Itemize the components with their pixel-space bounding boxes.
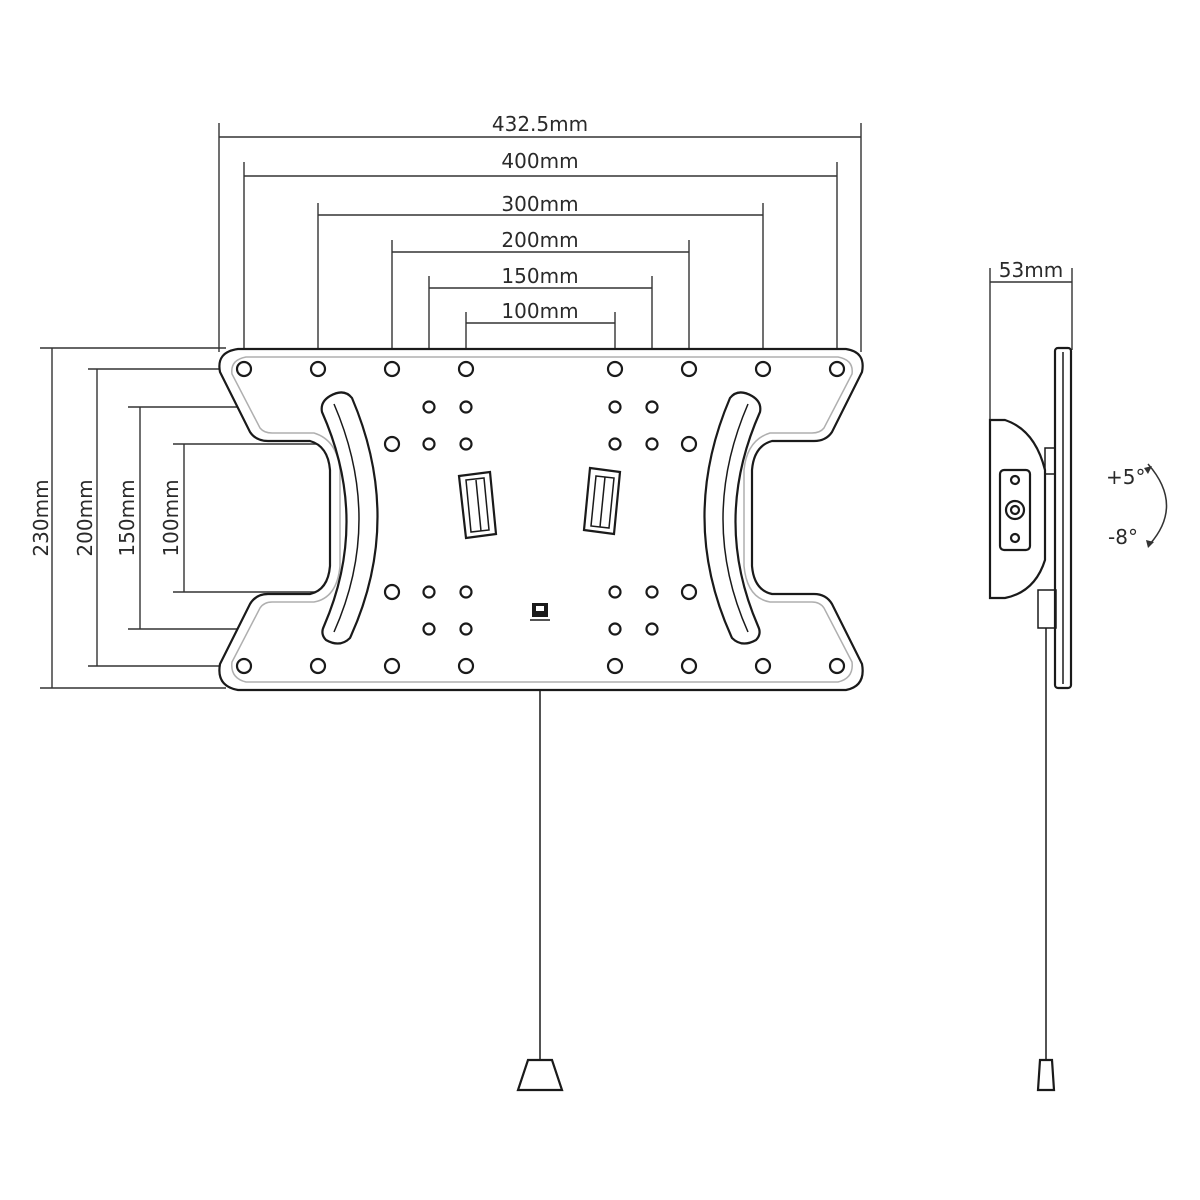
dim-400-label: 400mm <box>501 149 578 173</box>
plate-outline <box>218 347 864 692</box>
side-connector-top <box>1044 447 1056 475</box>
hole <box>383 657 401 675</box>
hole <box>680 657 698 675</box>
dim-53-label: 53mm <box>999 258 1063 282</box>
tilt-arc <box>1147 463 1168 545</box>
dim-230-label: 230mm <box>29 479 53 556</box>
lock-icon <box>530 603 550 621</box>
pivot-screw-bottom <box>1009 532 1021 544</box>
hole <box>754 657 772 675</box>
hole <box>645 585 659 599</box>
dim-h100-label: 100mm <box>159 479 183 556</box>
hole <box>608 437 622 451</box>
hole <box>645 400 659 414</box>
hole <box>606 657 624 675</box>
hole <box>383 360 401 378</box>
height-dimensions: 230mm 200mm 150mm 100mm <box>29 347 429 689</box>
hole <box>309 657 327 675</box>
hole <box>645 622 659 636</box>
hole <box>422 585 436 599</box>
hole <box>828 360 846 378</box>
hole <box>459 400 473 414</box>
wall-plate-front <box>218 347 864 1092</box>
dim-h150-label: 150mm <box>115 479 139 556</box>
hole <box>608 585 622 599</box>
hole <box>754 360 772 378</box>
hole <box>235 657 253 675</box>
hole <box>645 437 659 451</box>
right-curved-slot-inner <box>722 403 749 633</box>
hole <box>459 585 473 599</box>
hole <box>459 622 473 636</box>
hole <box>422 400 436 414</box>
hole <box>457 657 475 675</box>
tilt-down-label: -8° <box>1108 525 1138 549</box>
tilt-arrow-down-icon <box>1146 540 1154 548</box>
side-latch <box>1037 589 1057 629</box>
dim-300-label: 300mm <box>501 192 578 216</box>
left-curved-slot-inner <box>333 403 360 633</box>
hole <box>383 583 401 601</box>
side-view: 53mm +5° -8° <box>988 258 1168 1092</box>
dim-150-label: 150mm <box>501 264 578 288</box>
side-release-handle <box>1036 1058 1056 1092</box>
dim-100-label: 100mm <box>501 299 578 323</box>
right-curved-slot <box>703 391 762 645</box>
dim-432-label: 432.5mm <box>492 112 588 136</box>
tilt-up-label: +5° <box>1106 465 1145 489</box>
hole <box>459 437 473 451</box>
hole <box>235 360 253 378</box>
hole <box>680 583 698 601</box>
dim-h200-label: 200mm <box>73 479 97 556</box>
mounting-holes <box>235 360 846 675</box>
hole <box>383 435 401 453</box>
left-bracket <box>457 470 498 540</box>
right-bracket <box>582 466 622 536</box>
hole <box>309 360 327 378</box>
width-dimensions: 432.5mm 400mm 300mm 200mm 150mm 100mm <box>218 112 862 400</box>
hole <box>457 360 475 378</box>
pivot-screw-top <box>1009 474 1021 486</box>
hole <box>608 400 622 414</box>
release-cord-handle <box>516 1058 564 1092</box>
hole <box>828 657 846 675</box>
hole <box>680 435 698 453</box>
hole <box>422 622 436 636</box>
tilt-arrow-up-icon <box>1144 466 1152 474</box>
hole <box>680 360 698 378</box>
dim-200-label: 200mm <box>501 228 578 252</box>
plate-inner-line <box>231 356 853 683</box>
pivot-bolt-inner <box>1009 504 1021 516</box>
hole <box>422 437 436 451</box>
left-curved-slot <box>320 391 379 645</box>
hole <box>606 360 624 378</box>
hole <box>608 622 622 636</box>
